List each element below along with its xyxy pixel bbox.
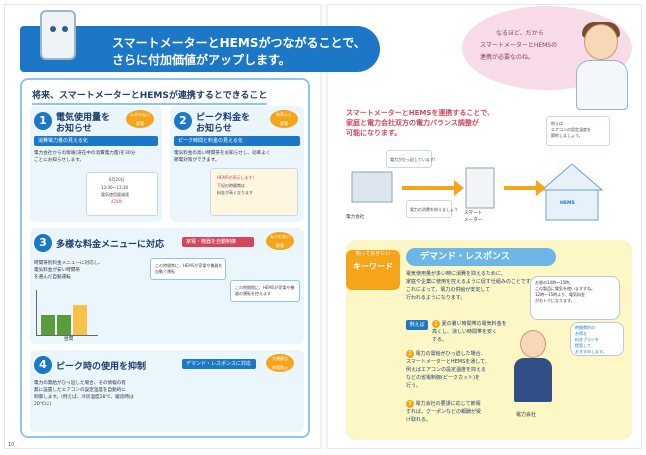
keyword-tag: 知っておきたいキーワード <box>346 250 400 290</box>
keyword-tag-small: 知っておきたい <box>355 251 391 257</box>
item-3-bullet-icon: 3 <box>406 400 414 408</box>
keyword-tag-big: キーワード <box>353 262 393 271</box>
card-value: 42Wh <box>111 199 123 204</box>
section-3-bubble-2: この時間帯に、HEMSが家電や機器の運転を控えます <box>230 280 300 302</box>
power-plant-shape <box>351 171 393 203</box>
bubble-aircon: 例えば エアコンの設定温度を 節約しましょう。 <box>546 116 610 146</box>
bubble-reduce-text: 電力の消費を抑えましょう <box>410 207 458 212</box>
section-4: 4 ピーク時の使用を抑制 デマンド・レスポンスに対応 大規模な 停電防止 電力の… <box>30 350 304 432</box>
label-meter: スマート メーター <box>464 211 483 223</box>
clerk-illustration <box>510 330 556 410</box>
chart-bar-3 <box>73 305 87 335</box>
house-shape <box>545 189 599 221</box>
bubble-reduce: 電力の消費を抑えましょう <box>406 200 458 218</box>
chart-label: 昼間 <box>64 337 74 342</box>
section-2-badge: 効率よく 節電 <box>270 110 298 128</box>
section-1-badge: ムダのない 節電 <box>126 110 154 128</box>
card2-line-3: 料金が高くなります <box>217 190 253 195</box>
section-1-title-2: お知らせ <box>56 124 92 134</box>
keyword-panel: 知っておきたいキーワード デマンド・レスポンス 電気使用量が多い時に消費を抑える… <box>346 240 632 440</box>
section-3: 3 多様な料金メニューに対応 家電・機器を自動制御 ムリのない 節電 時間帯別料… <box>30 228 304 344</box>
keyword-intro: 電気使用量が多い時に消費を抑えるために、 家庭や企業に使用を控えるように促す仕組… <box>406 271 536 301</box>
example-item-1: 1 夏の暑い時間帯の電気料金を 高くし、涼しい時間帯を安く する。 <box>432 320 507 344</box>
bubble-demand: 電力がひっ迫しています！ <box>386 150 438 168</box>
bubble-demand-text: 電力がひっ迫しています！ <box>390 157 438 162</box>
diagram-svg <box>351 163 604 221</box>
example-item-3: 3 電力会社の要請に応じて節電 すれば、クーポンなどの報酬が受 け取れる。 <box>406 400 481 424</box>
section-1-card: 6月20日 13:00〜13:30 電気使用量減速 42Wh <box>86 172 158 216</box>
section-2-body: 電気料金の高い時間帯をお知らせし、効率よく 節電対策ができます。 <box>174 151 271 163</box>
bubble-2-text: この時間帯に、HEMSが家電や機器の運転を控えます <box>235 285 295 296</box>
bubble-1-text: この時間帯に、HEMSが家電や機器を自動で運転 <box>155 263 223 274</box>
item-2-bullet-icon: 2 <box>406 350 414 358</box>
section-3-chart <box>36 290 98 336</box>
card-date: 6月20日 <box>109 177 125 182</box>
card-label: 電気使用量減速 <box>101 192 129 197</box>
future-features-panel: 将来、スマートメーターとHEMSが連携するとできること 1 電気使用量を お知ら… <box>20 78 310 438</box>
panel-subtitle: 将来、スマートメーターとHEMSが連携するとできること <box>32 88 268 105</box>
woman-illustration <box>568 22 634 110</box>
chart-bar-1 <box>41 315 55 335</box>
house-roof-shape <box>540 163 604 191</box>
meter-character-icon <box>40 10 76 60</box>
chart-bar-2 <box>57 315 71 335</box>
page-fold <box>320 4 328 449</box>
keyword-title: デマンド・レスポンス <box>406 248 556 266</box>
speech-line-3: 連携が必要なのね。 <box>480 54 535 61</box>
header-line-2: さらに付加価値がアップします。 <box>112 53 291 67</box>
smart-meter-shape <box>465 167 495 209</box>
example-label: 例えば <box>406 320 428 330</box>
item-3-text: 電力会社の要請に応じて節電 すれば、クーポンなどの報酬が受 け取れる。 <box>406 401 482 423</box>
section-2-title-1: ピーク料金を <box>196 113 251 123</box>
speech-line-1: なるほど、だから <box>496 30 544 37</box>
section-2-title-2: お知らせ <box>196 124 232 134</box>
section-2-number: 2 <box>174 112 192 130</box>
header-line-1: スマートメーターとHEMSがつながることで、 <box>112 36 366 50</box>
page-number: 10 <box>8 442 15 448</box>
section-4-strip: デマンド・レスポンスに対応 <box>182 359 256 369</box>
section-4-badge: 大規模な 停電防止 <box>266 354 294 372</box>
section-2-card: HEMSが表示します！ 下記の時間帯は 料金が高くなります <box>210 168 298 216</box>
section-3-strip: 家電・機器を自動制御 <box>182 237 254 247</box>
right-title-1: スマートメーターとHEMSを連携することで、 <box>346 109 494 117</box>
section-3-body: 時間帯別料金メニューに対応し、 電気料金が安い時間帯 を選んだ自動運転 <box>34 261 103 280</box>
card2-line-2: 下記の時間帯は <box>217 183 245 188</box>
section-4-body: 電力の需給がひっ迫した場合、その情報の有 無に設置したエアコンの設定温度を自動的… <box>34 381 134 407</box>
section-4-title: ピーク時の使用を抑制 <box>56 362 147 372</box>
card2-line-1: HEMSが表示します！ <box>217 175 257 180</box>
right-title-2: 家庭と電力会社双方の電力バランス調整が <box>346 119 479 127</box>
section-1-title-1: 電気使用量を <box>56 113 111 123</box>
item-2-text: 電力の需給がひっ迫した場合、 スマートメーターとHEMSを通して、 例えばエアコ… <box>406 351 490 389</box>
section-2: 2 ピーク料金を お知らせ 効率よく 節電 ピーク時間と料金の見える化 電気料金… <box>170 106 304 222</box>
right-title-3: 可能になります。 <box>346 129 402 137</box>
section-3-badge: ムリのない 節電 <box>266 232 294 250</box>
clerk-bubble-a-text: お昼の14時〜15時、 この製品に電気を使いますすね。 12時〜15時より、電気… <box>535 280 595 303</box>
clerk-bubble-b-text: 時間帯別の お得な 料金プランを 提案して おすすめします。 <box>575 325 607 354</box>
item-1-text: 夏の暑い時間帯の電気料金を 高くし、涼しい時間帯を安く する。 <box>432 321 507 343</box>
section-1-number: 1 <box>34 112 52 130</box>
balance-diagram: 電力会社 スマート メーター HEMS 電力がひっ迫しています！ 電力の消費を抑… <box>346 116 626 230</box>
section-4-number: 4 <box>34 356 52 374</box>
section-1-body: 電力会社からの情報(滞在中の消費電力量)を30分 ごとにお知らせします。 <box>34 151 136 163</box>
clerk-bubble-a: お昼の14時〜15時、 この製品に電気を使いますすね。 12時〜15時より、電気… <box>530 276 620 320</box>
example-item-2: 2 電力の需給がひっ迫した場合、 スマートメーターとHEMSを通して、 例えばエ… <box>406 350 490 390</box>
clerk-label: 電力会社 <box>516 412 537 418</box>
item-1-bullet-icon: 1 <box>432 320 440 328</box>
card-time: 13:00〜13:30 <box>101 185 129 190</box>
section-2-strip: ピーク時間と料金の見える化 <box>174 136 300 146</box>
arrow-to-meter <box>402 180 464 196</box>
arrow-to-house <box>504 180 546 196</box>
right-title: スマートメーターとHEMSを連携することで、家庭と電力会社双方の電力バランス調整… <box>346 108 494 138</box>
section-1-strip: 消費電力量の見える化 <box>34 136 158 146</box>
section-1: 1 電気使用量を お知らせ ムダのない 節電 消費電力量の見える化 電力会社から… <box>30 106 162 222</box>
header-banner: スマートメーターとHEMSがつながることで、 さらに付加価値がアップします。 <box>20 26 380 72</box>
label-hems: HEMS <box>560 201 575 206</box>
speech-line-2: スマートメーターとHEMSの <box>480 42 558 49</box>
label-company: 電力会社 <box>346 215 365 220</box>
section-3-number: 3 <box>34 234 52 252</box>
section-3-bubble-1: この時間帯に、HEMSが家電や機器を自動で運転 <box>150 258 226 280</box>
bubble-aircon-text: 例えば エアコンの設定温度を 節約しましょう。 <box>551 121 591 138</box>
section-3-title: 多様な料金メニューに対応 <box>56 240 165 250</box>
clerk-bubble-b: 時間帯別の お得な 料金プランを 提案して おすすめします。 <box>570 322 624 356</box>
